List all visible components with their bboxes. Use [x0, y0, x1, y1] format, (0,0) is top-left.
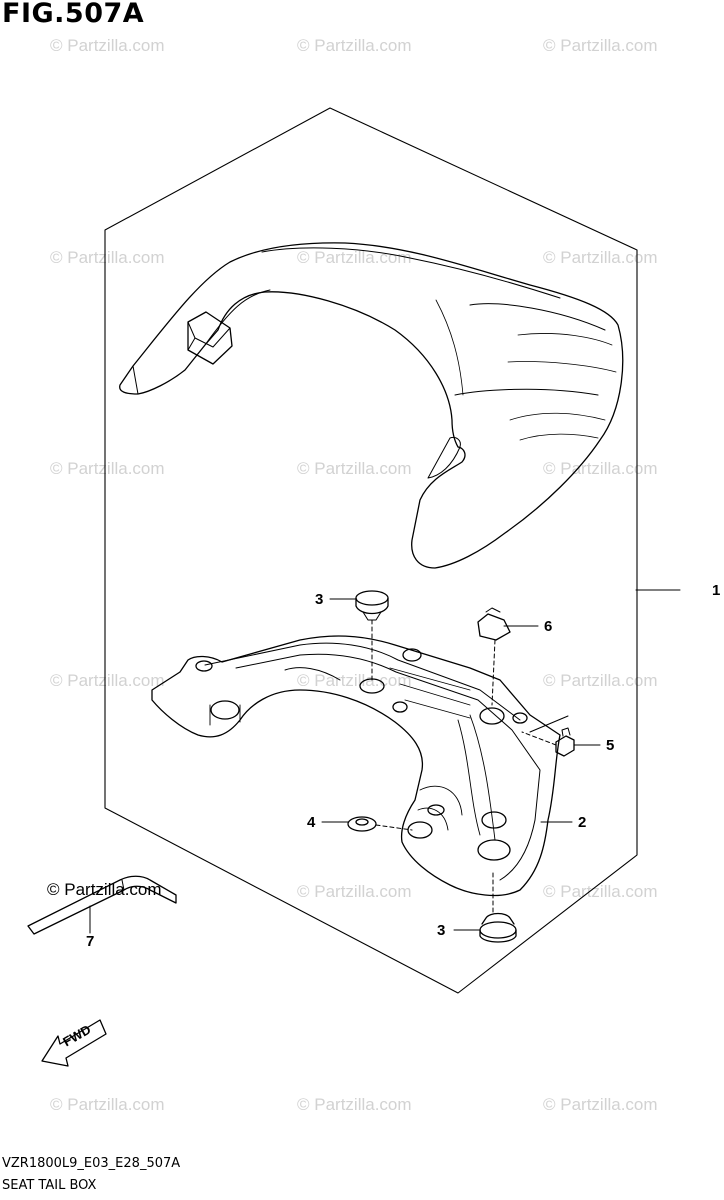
watermark: © Partzilla.com — [50, 459, 165, 478]
callout-7: 7 — [86, 933, 95, 950]
model-code: VZR1800L9_E03_E28_507A — [2, 1156, 181, 1171]
callout-2: 2 — [578, 814, 587, 831]
watermark: © Partzilla.com — [50, 1095, 165, 1114]
watermark: © Partzilla.com — [543, 248, 658, 267]
watermark: © Partzilla.com — [50, 248, 165, 267]
assembly-boundary — [104, 107, 638, 994]
watermark: © Partzilla.com — [543, 1095, 658, 1114]
cushion-lower — [479, 869, 517, 943]
fwd-arrow-icon — [41, 1019, 107, 1067]
bolt — [521, 715, 575, 757]
watermark: © Partzilla.com — [50, 671, 165, 690]
callout-6: 6 — [544, 618, 553, 635]
callout-4: 4 — [307, 814, 316, 831]
seat-tail-cowl — [119, 242, 624, 569]
figure-title: FIG.507A — [2, 0, 145, 29]
watermark: © Partzilla.com — [543, 882, 658, 901]
watermark: © Partzilla.com — [543, 36, 658, 55]
callout-5: 5 — [606, 737, 615, 754]
callout-1: 1 — [712, 582, 721, 599]
callout-3-upper: 3 — [315, 591, 324, 608]
nut-clip — [477, 607, 511, 706]
cushion-small — [347, 816, 413, 832]
watermark: © Partzilla.com — [297, 1095, 412, 1114]
mounting-bracket — [151, 635, 561, 897]
watermark: © Partzilla.com — [297, 459, 412, 478]
hex-wrench — [27, 875, 177, 935]
watermark: © Partzilla.com — [297, 882, 412, 901]
part-group-name: SEAT TAIL BOX — [2, 1178, 97, 1193]
watermark: © Partzilla.com — [297, 671, 412, 690]
watermark: © Partzilla.com — [543, 459, 658, 478]
watermark: © Partzilla.com — [297, 36, 412, 55]
cushion-upper — [355, 590, 389, 681]
callout-3-lower: 3 — [437, 922, 446, 939]
watermark: © Partzilla.com — [543, 671, 658, 690]
watermark-dark: © Partzilla.com — [47, 880, 162, 899]
watermark: © Partzilla.com — [50, 36, 165, 55]
